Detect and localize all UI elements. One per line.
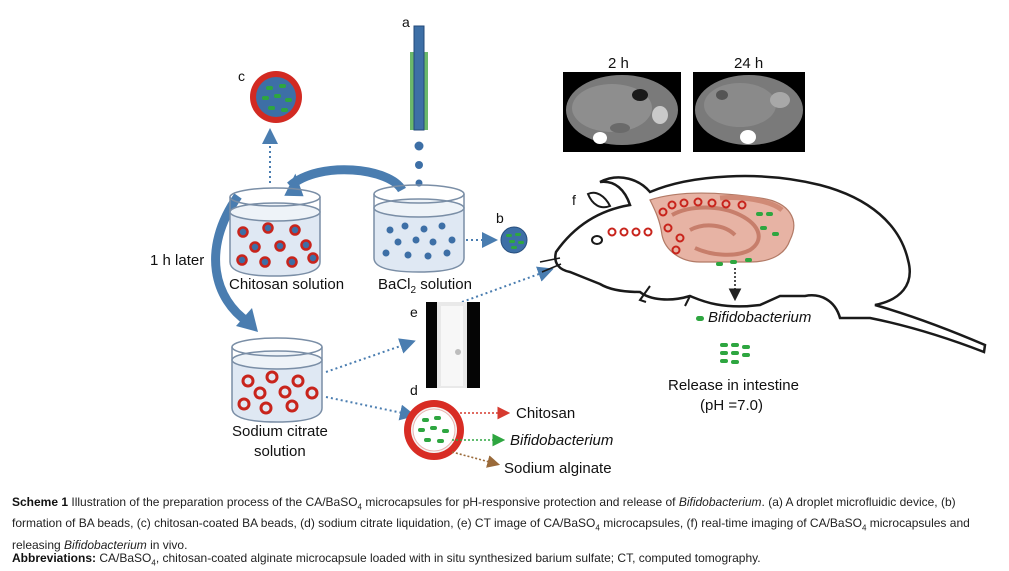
scheme-number: Scheme 1 bbox=[12, 495, 69, 509]
chitosan-solution-label: Chitosan solution bbox=[229, 276, 345, 293]
label-f: f bbox=[572, 192, 576, 208]
sodium-citrate-label-1: Sodium citrate bbox=[232, 423, 328, 440]
ct-strip-image bbox=[426, 302, 480, 388]
bacl2-solution-label: BaCl2 solution bbox=[378, 276, 472, 296]
time-label-2h: 2 h bbox=[608, 55, 629, 72]
bacl2-beaker bbox=[373, 184, 465, 273]
microcapsule bbox=[404, 400, 464, 460]
scheme-figure: a c b f e d 2 h 24 h 1 h later Chitosan … bbox=[150, 14, 987, 477]
label-e: e bbox=[410, 304, 418, 320]
chitosan-beaker bbox=[229, 187, 321, 277]
microfluidic-device bbox=[410, 25, 428, 187]
label-b: b bbox=[496, 210, 504, 226]
ct-scan-24h bbox=[693, 72, 805, 152]
bacterium-icon bbox=[696, 315, 704, 321]
one-hour-later-label: 1 h later bbox=[150, 252, 205, 269]
bifidobacterium-label: Bifidobacterium bbox=[510, 432, 614, 449]
ba-bead bbox=[500, 226, 528, 254]
label-c: c bbox=[238, 68, 245, 84]
chitosan-coated-bead bbox=[250, 71, 302, 123]
abbreviations: Abbreviations: CA/BaSO4, chitosan-coated… bbox=[12, 551, 761, 568]
legend-bifidobacterium: Bifidobacterium bbox=[696, 309, 811, 326]
scheme-diagram bbox=[211, 25, 987, 468]
sodium-citrate-label-2: solution bbox=[254, 443, 306, 460]
release-label-1: Release in intestine bbox=[668, 377, 799, 394]
ct-scan-2h bbox=[563, 72, 681, 152]
released-bacteria bbox=[720, 343, 750, 364]
release-label-2: (pH =7.0) bbox=[700, 397, 763, 414]
sodium-citrate-beaker bbox=[231, 337, 323, 423]
chitosan-label: Chitosan bbox=[516, 405, 576, 422]
label-d: d bbox=[410, 382, 418, 398]
mouse-illustration bbox=[539, 174, 987, 354]
sodium-alginate-label: Sodium alginate bbox=[504, 460, 612, 477]
time-label-24h: 24 h bbox=[734, 55, 764, 72]
label-a: a bbox=[402, 14, 410, 30]
abbreviations-label: Abbreviations: bbox=[12, 551, 97, 565]
scheme-caption: Scheme 1 Illustration of the preparation… bbox=[12, 495, 970, 552]
